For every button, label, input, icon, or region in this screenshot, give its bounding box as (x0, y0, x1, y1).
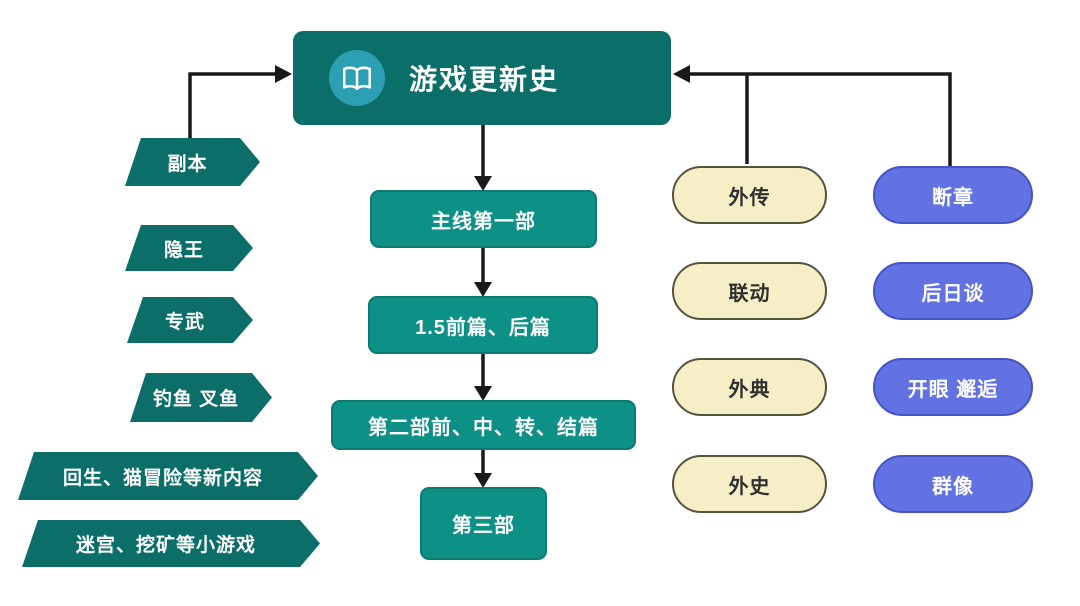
cream-pill-node: 外史 (672, 455, 827, 513)
left-banner-node: 回生、猫冒险等新内容 (18, 452, 318, 500)
main-flow-node: 主线第一部 (370, 190, 597, 248)
left-banner-node: 专武 (127, 297, 253, 343)
blue-pill-node: 群像 (873, 455, 1033, 513)
left-banner-node: 副本 (125, 138, 260, 186)
arrowhead-down-icon (474, 386, 492, 401)
cream-pill-node: 联动 (672, 262, 827, 320)
cream-pill-node: 外传 (672, 166, 827, 224)
left-banner-node: 钓鱼 叉鱼 (130, 373, 272, 422)
arrowhead-down-icon (474, 176, 492, 191)
arrowhead-left-icon (673, 65, 690, 83)
cream-pill-node: 外典 (672, 358, 827, 416)
blue-pill-node: 后日谈 (873, 262, 1033, 320)
blue-pill-node: 断章 (873, 166, 1033, 224)
blue-pill-node: 开眼 邂逅 (873, 358, 1033, 416)
arrowhead-down-icon (474, 473, 492, 488)
main-flow-node: 第三部 (420, 487, 547, 560)
main-flow-node: 1.5前篇、后篇 (368, 296, 598, 354)
arrowhead-down-icon (474, 282, 492, 297)
left-banner-node: 迷宫、挖矿等小游戏 (22, 520, 320, 567)
title-label: 游戏更新史 (409, 64, 560, 95)
book-icon (329, 50, 385, 106)
left-banner-node: 隐王 (125, 225, 253, 271)
arrowhead-right-icon (275, 65, 292, 83)
main-flow-node: 第二部前、中、转、结篇 (331, 400, 636, 450)
title-node: 游戏更新史 (293, 31, 671, 125)
